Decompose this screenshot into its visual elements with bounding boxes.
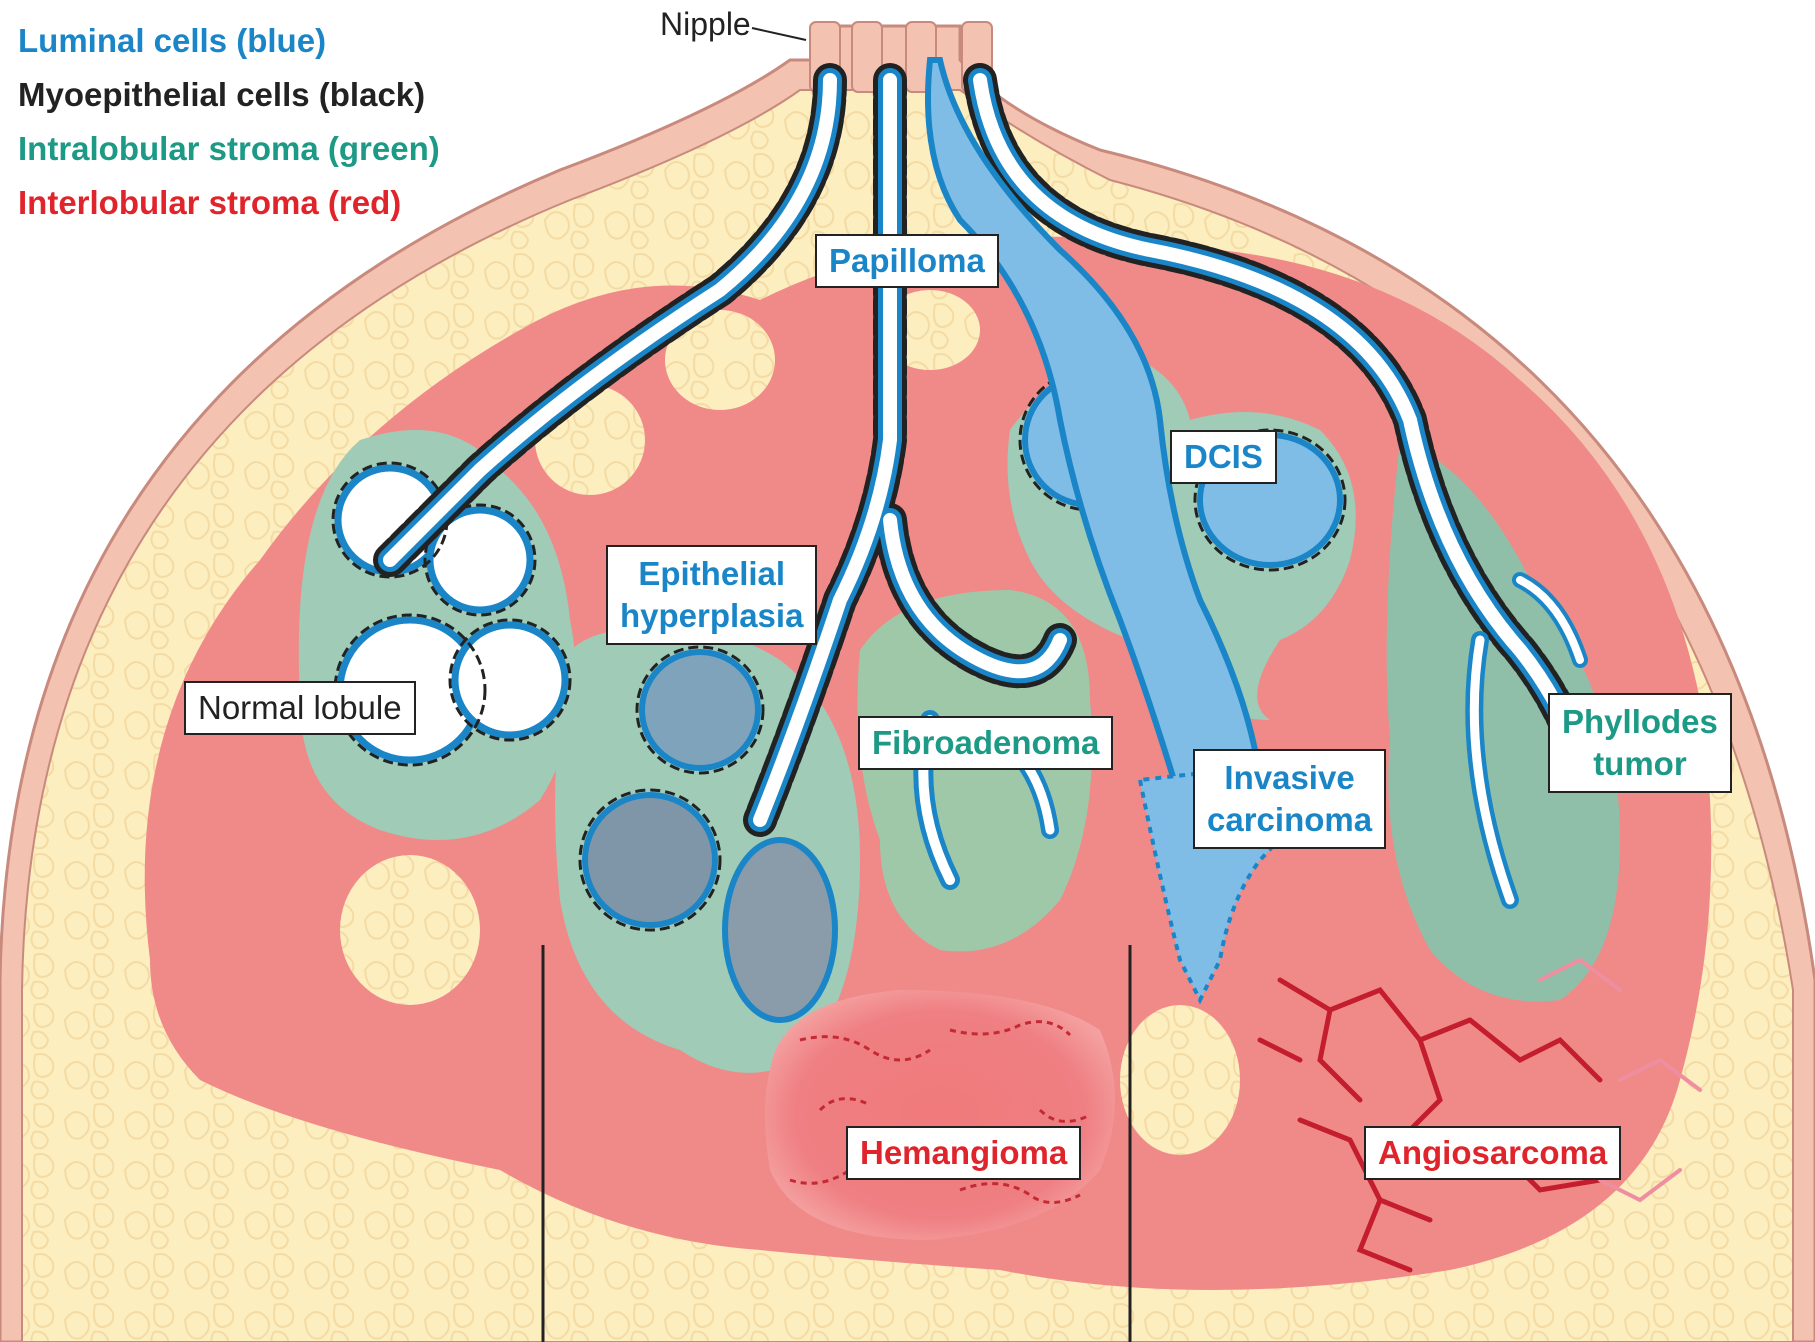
legend: Luminal cells (blue) Myoepithelial cells… [18, 14, 440, 230]
label-invasive-carcinoma-line1: Invasive [1207, 757, 1372, 799]
label-phyllodes-tumor-line2: tumor [1562, 743, 1718, 785]
label-hemangioma: Hemangioma [846, 1126, 1081, 1180]
legend-luminal: Luminal cells (blue) [18, 14, 440, 68]
label-phyllodes-tumor: Phyllodes tumor [1548, 693, 1732, 793]
label-papilloma: Papilloma [815, 234, 999, 288]
legend-myoepithelial: Myoepithelial cells (black) [18, 68, 440, 122]
label-dcis: DCIS [1170, 430, 1277, 484]
label-invasive-carcinoma: Invasive carcinoma [1193, 749, 1386, 849]
legend-interlobular: Interlobular stroma (red) [18, 176, 440, 230]
label-invasive-carcinoma-line2: carcinoma [1207, 799, 1372, 841]
label-epithelial-hyperplasia-line1: Epithelial [620, 553, 803, 595]
label-epithelial-hyperplasia: Epithelial hyperplasia [606, 545, 817, 645]
label-epithelial-hyperplasia-line2: hyperplasia [620, 595, 803, 637]
label-nipple: Nipple [660, 6, 751, 43]
fat-island [340, 855, 480, 1005]
label-normal-lobule: Normal lobule [184, 681, 416, 735]
legend-intralobular: Intralobular stroma (green) [18, 122, 440, 176]
label-angiosarcoma: Angiosarcoma [1364, 1126, 1621, 1180]
label-phyllodes-tumor-line1: Phyllodes [1562, 701, 1718, 743]
fat-island [1120, 1005, 1240, 1155]
label-fibroadenoma: Fibroadenoma [858, 716, 1113, 770]
